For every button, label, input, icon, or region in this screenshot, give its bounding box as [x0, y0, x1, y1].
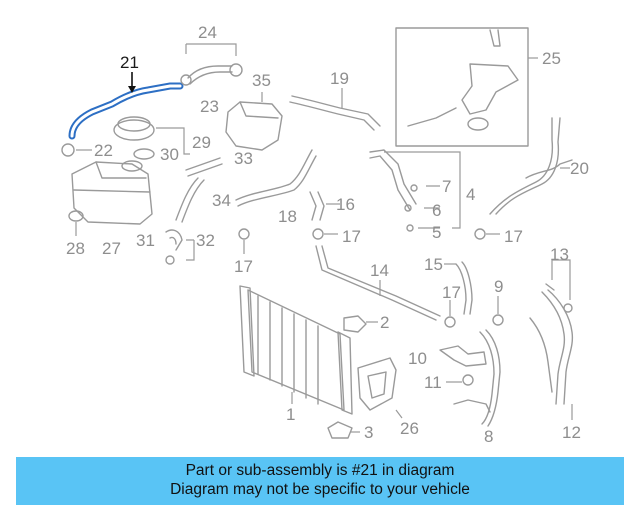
callout-21: 21 — [120, 53, 139, 72]
part-4-pipe-assembly[interactable] — [369, 149, 461, 232]
part-info-banner: Part or sub-assembly is #21 in diagram D… — [16, 457, 624, 505]
callout-16: 16 — [336, 195, 355, 214]
part-27-reservoir[interactable] — [71, 160, 153, 225]
callout-15: 15 — [424, 255, 443, 274]
callout-7: 7 — [442, 177, 451, 196]
part-34-hose[interactable] — [175, 177, 205, 223]
callout-24: 24 — [198, 23, 217, 42]
callout-8: 8 — [484, 427, 493, 446]
callout-19: 19 — [330, 69, 349, 88]
part-29-cap[interactable] — [113, 116, 190, 155]
callout-23: 23 — [200, 97, 219, 116]
part-31-hose[interactable] — [165, 229, 195, 265]
part-13-clamps[interactable] — [545, 259, 573, 313]
callout-17c: 17 — [234, 257, 253, 276]
callout-26: 26 — [400, 419, 419, 438]
part-33-hose[interactable] — [185, 157, 223, 177]
callout-22: 22 — [94, 141, 113, 160]
callout-9: 9 — [494, 277, 503, 296]
part-24-hose[interactable] — [180, 43, 243, 86]
part-info-line: Part or sub-assembly is #21 in diagram — [185, 462, 455, 479]
callout-12: 12 — [562, 423, 581, 442]
part-9-clamp[interactable] — [492, 296, 504, 326]
callout-29: 29 — [192, 133, 211, 152]
callout-33: 33 — [234, 149, 253, 168]
callout-6: 6 — [432, 201, 441, 220]
part-16-fitting[interactable] — [309, 191, 340, 221]
callout-17a: 17 — [342, 227, 361, 246]
part-3-mount[interactable] — [327, 421, 360, 439]
callout-31: 31 — [136, 231, 155, 250]
part-22-cap[interactable] — [61, 143, 92, 157]
part-18-pipe[interactable] — [235, 149, 317, 254]
part-28-sensor[interactable] — [68, 210, 84, 236]
part-20-pipes[interactable] — [489, 117, 573, 215]
callout-2: 2 — [380, 313, 389, 332]
part-35-tank-cap[interactable] — [225, 92, 283, 151]
part-19-pipe[interactable] — [289, 88, 381, 131]
part-12-hose[interactable] — [529, 289, 574, 420]
callout-30: 30 — [160, 145, 179, 164]
part-14-pipe[interactable] — [315, 245, 441, 321]
part-17-clamp-c[interactable] — [444, 300, 456, 328]
part-21-hose[interactable] — [68, 72, 184, 140]
part-2-bracket[interactable] — [343, 315, 378, 333]
callout-3: 3 — [364, 423, 373, 442]
callout-13: 13 — [550, 245, 569, 264]
part-30-gasket[interactable] — [133, 148, 155, 160]
part-15-hose[interactable] — [444, 261, 473, 315]
callout-1: 1 — [286, 405, 295, 424]
part-25-assembly-box[interactable] — [395, 27, 538, 147]
callout-34: 34 — [212, 191, 231, 210]
part-17-clamp-a[interactable] — [312, 228, 338, 240]
callout-32: 32 — [196, 231, 215, 250]
callout-18: 18 — [278, 207, 297, 226]
callout-14: 14 — [370, 261, 389, 280]
callout-4: 4 — [466, 185, 475, 204]
callout-28: 28 — [66, 239, 85, 258]
callout-10: 10 — [408, 349, 427, 368]
part-17-clamp-b[interactable] — [474, 228, 500, 240]
callout-35: 35 — [252, 71, 271, 90]
callout-17b: 17 — [504, 227, 523, 246]
callout-17d: 17 — [442, 283, 461, 302]
callout-5: 5 — [432, 223, 441, 242]
callout-27: 27 — [102, 239, 121, 258]
part-11-clamp[interactable] — [446, 374, 474, 386]
part-1-radiator[interactable] — [239, 285, 353, 415]
vehicle-disclaimer-line: Diagram may not be specific to your vehi… — [170, 481, 470, 498]
part-26-bracket[interactable] — [357, 357, 403, 419]
part-8-hose[interactable] — [453, 329, 501, 427]
callout-20: 20 — [570, 159, 589, 178]
part-10-bracket[interactable] — [439, 345, 487, 367]
callout-25: 25 — [542, 49, 561, 68]
callout-11: 11 — [424, 373, 442, 392]
